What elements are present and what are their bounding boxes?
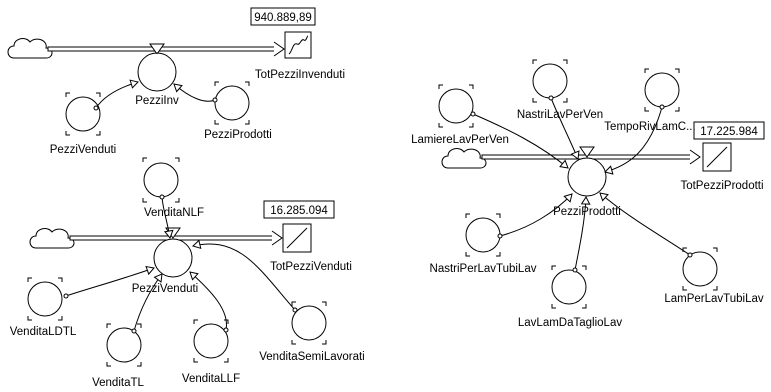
cloud-source-3[interactable]: [441, 148, 487, 169]
display-value-box-3[interactable]: 17.225.984: [693, 121, 765, 140]
connector: [189, 271, 229, 333]
display-value-text: 940.889,89: [254, 12, 312, 24]
converter-pezzivenduti[interactable]: [153, 238, 193, 278]
input-pezziprodotti-1[interactable]: [214, 81, 250, 125]
input-nastrilavperven[interactable]: [532, 59, 568, 103]
input-label: PezziVenduti: [50, 144, 117, 156]
input-venditallf[interactable]: [193, 319, 229, 363]
input-label: VenditaTL: [92, 377, 144, 389]
graph-stock-3[interactable]: [702, 142, 732, 172]
graph-stock-2[interactable]: [282, 223, 312, 253]
input-lamierelavperven[interactable]: [438, 84, 474, 128]
flow-pipe-1[interactable]: [47, 41, 285, 57]
cloud-source-1[interactable]: [7, 38, 53, 59]
graph-stock-label: TotPezziProdotti: [680, 180, 763, 192]
input-venditatl[interactable]: [106, 323, 142, 367]
connector: [599, 192, 693, 258]
input-label: VenditaSemiLavorati: [259, 351, 364, 363]
converter-label: PezziProdotti: [553, 206, 621, 218]
display-value-text: 17.225.984: [700, 126, 758, 138]
input-venditaldtl[interactable]: [27, 277, 63, 321]
connector: [93, 79, 139, 111]
input-label: VenditaLLF: [182, 373, 240, 385]
input-venditanlf[interactable]: [142, 157, 180, 203]
connector: [497, 193, 573, 239]
display-value-box-2[interactable]: 16.285.094: [263, 200, 335, 219]
converter-label: PezziVenduti: [132, 283, 199, 295]
input-lavlamdatagliolav[interactable]: [551, 265, 587, 309]
connector: [572, 195, 591, 273]
connector: [159, 194, 174, 239]
input-label: PezziProdotti: [204, 129, 272, 141]
input-nastriperlavtubilav[interactable]: [465, 213, 501, 257]
connector: [548, 95, 580, 160]
connector: [470, 111, 569, 169]
converter-pezziprodotti[interactable]: [567, 157, 607, 197]
input-label: LamiereLavPerVen: [411, 134, 509, 146]
converter-pezziinv[interactable]: [137, 52, 177, 92]
cloud-source-2[interactable]: [29, 228, 75, 249]
input-venditasemilavorati[interactable]: [291, 301, 327, 345]
input-label: LamPerLavTubiLav: [664, 293, 764, 305]
display-value-text: 16.285.094: [270, 205, 328, 217]
converter-label: PezziInv: [135, 95, 179, 107]
graph-stock-label: TotPezziVenduti: [270, 261, 352, 273]
connector: [192, 239, 298, 313]
input-label: VenditaLDTL: [10, 326, 77, 338]
graph-stock-1[interactable]: [284, 31, 312, 59]
flow-valve-3[interactable]: [579, 146, 595, 158]
input-temporivlam[interactable]: [644, 68, 680, 112]
connector: [63, 265, 155, 299]
input-label: VenditaNLF: [144, 207, 204, 219]
graph-stock-label: TotPezziInvenduti: [255, 69, 345, 81]
input-pezzivenduti-1[interactable]: [65, 92, 101, 136]
flow-valve-1[interactable]: [149, 43, 165, 55]
connector: [131, 273, 163, 334]
connector: [173, 83, 218, 103]
connector: [604, 104, 665, 175]
input-label: TempoRivLamC...: [604, 121, 695, 133]
input-label: LavLamDaTaglioLav: [518, 317, 622, 329]
input-label: NastriPerLavTubiLav: [430, 263, 537, 275]
display-value-box-1[interactable]: 940.889,89: [250, 7, 316, 26]
